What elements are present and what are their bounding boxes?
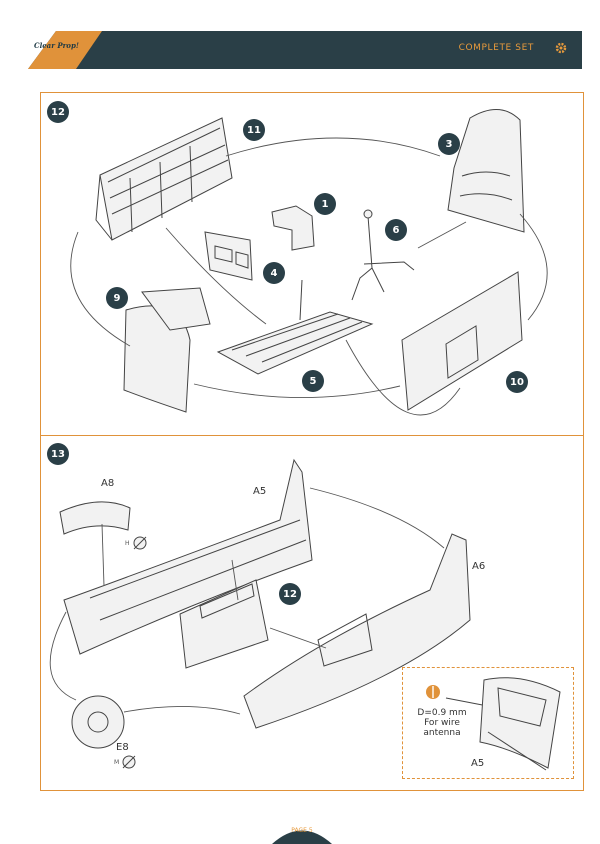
antenna-callout: D=0.9 mm For wire antenna A5 xyxy=(402,667,574,779)
drill-note: D=0.9 mm For wire antenna xyxy=(417,708,467,738)
part-badge-6: 6 xyxy=(385,219,407,241)
gear-icon xyxy=(555,42,567,54)
part-badge-11: 11 xyxy=(243,119,265,141)
header-bar xyxy=(28,31,582,69)
drill-note-part: antenna xyxy=(423,728,461,738)
part-e8-drawing xyxy=(71,695,125,749)
part-badge-9: 9 xyxy=(106,287,128,309)
step-number-13: 13 xyxy=(47,443,69,465)
drill-note-purpose: For wire xyxy=(424,718,460,728)
part-11-drawing xyxy=(95,117,233,241)
label-a5-top: A5 xyxy=(253,486,267,497)
part-badge-3: 3 xyxy=(438,133,460,155)
part-badge-4: 4 xyxy=(263,262,285,284)
part-a6-drawing xyxy=(243,533,471,729)
part-badge-12-ref: 12 xyxy=(279,583,301,605)
part-4-drawing xyxy=(204,231,253,281)
part-6-drawing xyxy=(351,215,415,301)
footer-tab xyxy=(272,830,332,844)
header-title: COMPLETE SET xyxy=(458,43,534,53)
part-a5-drawing xyxy=(63,458,313,655)
page-header: Clear Prop! COMPLETE SET xyxy=(28,31,582,69)
part-12-subassembly-drawing xyxy=(179,579,269,669)
logo-text: Clear Prop! xyxy=(34,41,79,50)
label-a8: A8 xyxy=(101,478,115,489)
part-5-drawing xyxy=(216,311,374,375)
drill-note-diameter: D=0.9 mm xyxy=(417,708,467,718)
label-h: H xyxy=(125,540,130,547)
part-badge-5: 5 xyxy=(302,370,324,392)
part-badge-10: 10 xyxy=(506,371,528,393)
label-e8: E8 xyxy=(116,742,129,753)
label-m: M xyxy=(114,759,120,766)
part-10-drawing xyxy=(401,271,523,411)
page-number: PAGE 5 xyxy=(291,827,313,834)
callout-label-a5: A5 xyxy=(471,758,485,769)
step-number-12: 12 xyxy=(47,101,69,123)
label-a6: A6 xyxy=(472,561,486,572)
part-badge-1: 1 xyxy=(314,193,336,215)
part-a8-drawing xyxy=(59,501,131,535)
part-3-drawing xyxy=(447,109,525,233)
part-1-drawing xyxy=(271,205,315,251)
